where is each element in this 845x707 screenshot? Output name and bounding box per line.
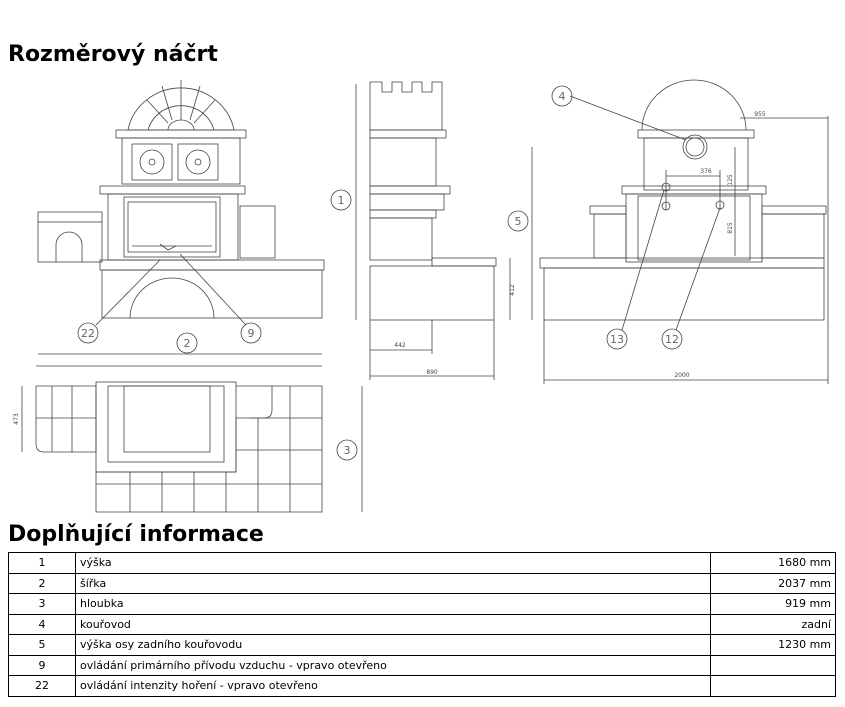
table-row: 2 šířka 2037 mm	[8, 572, 836, 594]
callout-1-label: 1	[338, 194, 345, 207]
table-row: 3 hloubka 919 mm	[8, 593, 836, 615]
dim-473: 473	[13, 413, 20, 425]
table-row: 22 ovládání intenzity hoření - vpravo ot…	[8, 675, 836, 697]
rear-view	[531, 79, 829, 384]
row-label: hloubka	[74, 593, 712, 615]
row-number: 9	[8, 654, 76, 676]
row-value: 919 mm	[710, 593, 836, 615]
row-value	[710, 675, 836, 697]
dim-2000: 2000	[674, 372, 689, 379]
row-label: ovládání intenzity hoření - vpravo otevř…	[74, 675, 712, 697]
row-number: 4	[8, 613, 76, 635]
callout-5-label: 5	[515, 215, 522, 228]
info-table: 1 výška 1680 mm 2 šířka 2037 mm 3 hloubk…	[8, 552, 836, 697]
callout-12-label: 12	[665, 333, 679, 346]
row-label: ovládání primárního přívodu vzduchu - vp…	[74, 654, 712, 676]
dim-125: 125	[727, 174, 734, 186]
row-value	[710, 654, 836, 676]
row-label: výška osy zadního kouřovodu	[74, 634, 712, 656]
callout-3	[336, 439, 358, 461]
row-label: šířka	[74, 572, 712, 594]
side-view	[355, 81, 511, 380]
table-row: 9 ovládání primárního přívodu vzduchu - …	[8, 654, 836, 676]
callout-4-label: 4	[559, 90, 566, 103]
callout-13-label: 13	[610, 333, 624, 346]
callout-5	[507, 210, 529, 232]
callout-9-label: 9	[248, 327, 255, 340]
callout-3-label: 3	[344, 444, 351, 457]
row-value: 1230 mm	[710, 634, 836, 656]
row-value: 1680 mm	[710, 552, 836, 574]
callout-9	[240, 322, 262, 344]
row-value: 2037 mm	[710, 572, 836, 594]
callout-22	[77, 322, 99, 344]
row-number: 1	[8, 552, 76, 574]
callout-4	[551, 85, 573, 107]
dim-890: 890	[426, 369, 438, 376]
callout-2	[176, 332, 198, 354]
dim-815: 815	[727, 222, 734, 234]
dim-955: 955	[754, 111, 766, 118]
plan-view	[21, 365, 363, 513]
sketch-title: Rozměrový náčrt	[8, 42, 218, 67]
callout-13	[606, 328, 628, 350]
row-number: 3	[8, 593, 76, 615]
row-label: výška	[74, 552, 712, 574]
row-number: 2	[8, 572, 76, 594]
row-number: 5	[8, 634, 76, 656]
dim-412: 412	[509, 284, 516, 296]
dim-442: 442	[394, 342, 406, 349]
row-label: kouřovod	[74, 613, 712, 635]
table-row: 5 výška osy zadního kouřovodu 1230 mm	[8, 634, 836, 656]
row-number: 22	[8, 675, 76, 697]
callout-12	[661, 328, 683, 350]
callout-2-label: 2	[184, 337, 191, 350]
dimension-drawing: 22 9 2 1 442 890 412	[13, 79, 829, 513]
callout-1	[330, 189, 352, 211]
table-row: 1 výška 1680 mm	[8, 552, 836, 574]
table-row: 4 kouřovod zadní	[8, 613, 836, 635]
front-view	[37, 80, 325, 326]
callout-22-label: 22	[81, 327, 95, 340]
dim-376: 376	[700, 168, 712, 175]
row-value: zadní	[710, 613, 836, 635]
info-title: Doplňující informace	[8, 522, 264, 547]
